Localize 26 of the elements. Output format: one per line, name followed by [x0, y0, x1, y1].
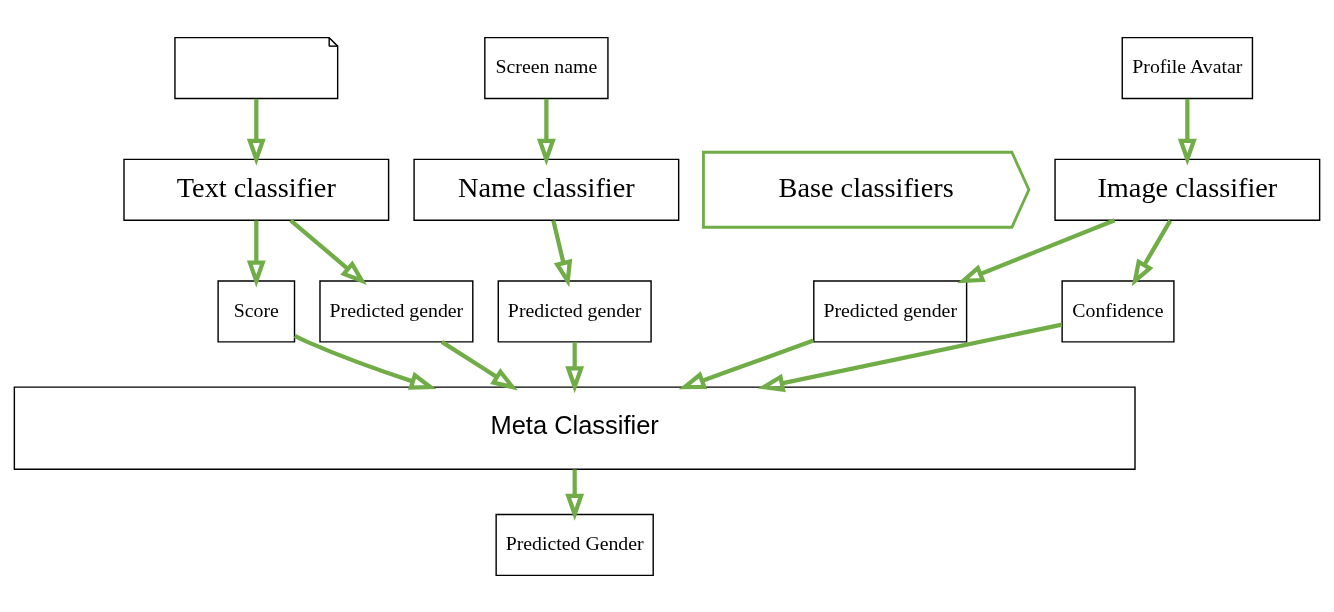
- arrow: [440, 339, 518, 390]
- arrow: [551, 219, 573, 287]
- node-box: Screen name: [484, 36, 609, 99]
- node-box: Image classifier: [1054, 158, 1321, 221]
- arrow: [246, 220, 266, 287]
- node-box: Confidence: [1061, 279, 1175, 343]
- node-box: Predicted gender: [497, 279, 652, 343]
- arrow: [1177, 98, 1197, 166]
- arrow: [1131, 219, 1173, 287]
- arrow: [957, 217, 1116, 283]
- node-box: Meta Classifier: [13, 385, 1136, 470]
- arrow: [565, 468, 585, 521]
- node-box: Profile Avatar: [1121, 36, 1254, 99]
- arrow: [565, 341, 585, 393]
- arrow: [289, 218, 367, 285]
- node-box: Score: [217, 279, 296, 343]
- node-box: Predicted Gender: [495, 513, 654, 576]
- arrow: [246, 98, 266, 166]
- arrow: [757, 322, 1063, 392]
- arrow: [678, 338, 815, 389]
- node-box: Name classifier: [413, 158, 680, 221]
- node-box: Predicted gender: [319, 279, 474, 343]
- arrow: [536, 98, 556, 166]
- arrow: [293, 333, 437, 390]
- node-box: Text classifier: [123, 158, 390, 221]
- node-box: Predicted gender: [813, 279, 968, 343]
